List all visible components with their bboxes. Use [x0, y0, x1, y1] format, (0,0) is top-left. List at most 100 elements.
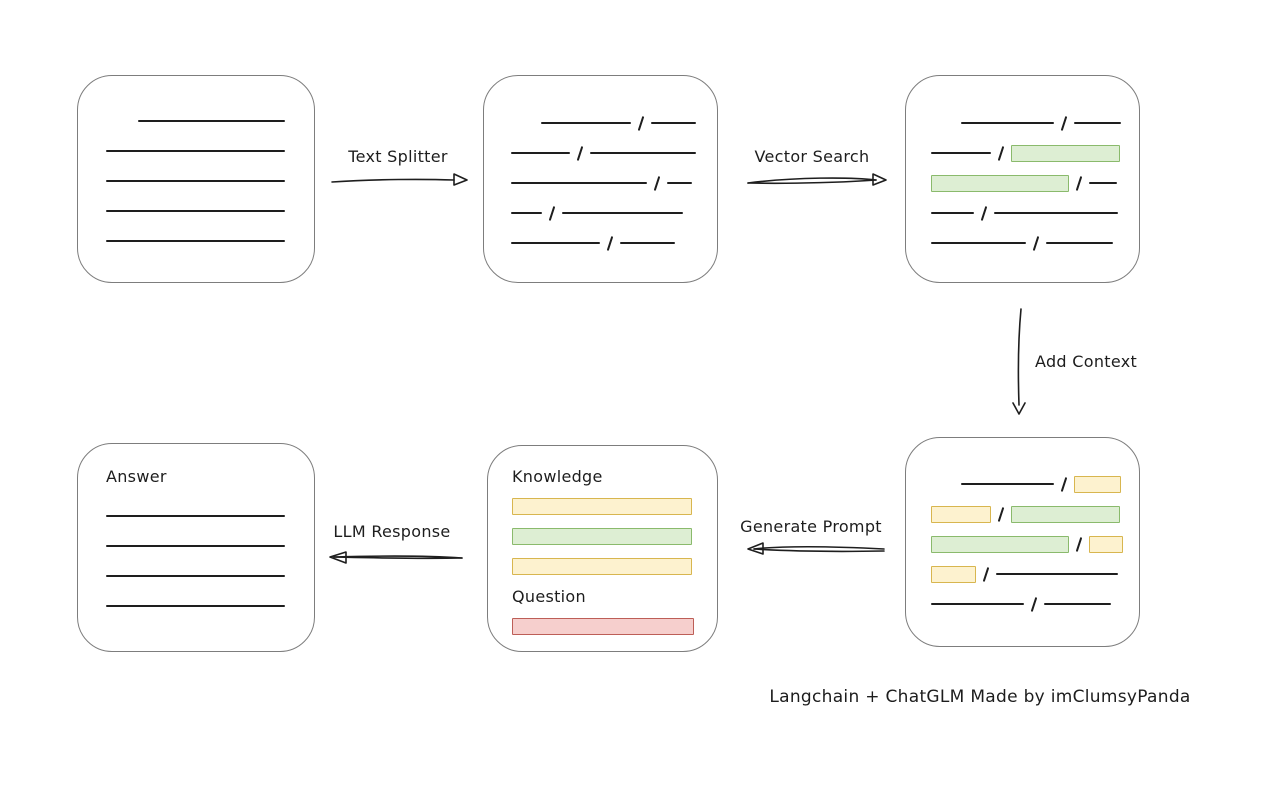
content-row: [106, 171, 314, 191]
arrow-head: [747, 542, 764, 555]
green-highlight: [1011, 144, 1120, 162]
text-line: [106, 515, 285, 517]
content-row: [511, 113, 717, 133]
content-row: [931, 173, 1139, 193]
content-row: [931, 113, 1139, 133]
add-context-box: [905, 437, 1140, 647]
content-row: Question: [512, 586, 717, 606]
text-line: [106, 575, 285, 577]
text-line: [931, 152, 991, 154]
slash-separator: [606, 235, 614, 251]
arrow-shaft: [333, 556, 463, 560]
text-line: [1046, 242, 1113, 244]
content-row: [106, 596, 314, 616]
arrow-head: [329, 551, 347, 564]
text-line: [667, 182, 692, 184]
green-highlight: [512, 527, 692, 545]
slash-separator: [576, 145, 584, 161]
content-row: [511, 203, 717, 223]
text-line: [562, 212, 683, 214]
slash-separator: [980, 205, 988, 221]
text-line: [106, 605, 285, 607]
content-row: [931, 564, 1139, 584]
yellow-highlight: [512, 497, 692, 515]
generate-prompt-label: Generate Prompt: [740, 517, 882, 536]
question-label: Question: [512, 586, 586, 606]
arrow-shaft: [747, 179, 877, 185]
content-row: [511, 143, 717, 163]
yellow-highlight: [1089, 535, 1123, 553]
content-row: [512, 526, 717, 546]
arrow-shaft: [747, 177, 877, 184]
left-arrow-icon: [747, 542, 885, 555]
add-context-label: Add Context: [1035, 352, 1138, 371]
content-row: [931, 233, 1139, 253]
text-line: [106, 150, 285, 152]
green-highlight: [1011, 505, 1120, 523]
content-row: [106, 566, 314, 586]
text-line: [106, 210, 285, 212]
spacer: [931, 123, 961, 124]
content-row: [512, 496, 717, 516]
text-line: [931, 603, 1024, 605]
text-line: [651, 122, 696, 124]
slash-separator: [637, 115, 645, 131]
content-row: [106, 506, 314, 526]
text-line: [511, 242, 600, 244]
arrow-shaft: [331, 178, 455, 183]
slash-separator: [1075, 536, 1083, 552]
split-chunks-box: [483, 75, 718, 283]
arrow-shaft: [1017, 308, 1022, 406]
text-line: [961, 122, 1054, 124]
text-line: [1089, 182, 1117, 184]
content-row: [106, 141, 314, 161]
text-splitter-label: Text Splitter: [348, 147, 448, 166]
answer-box: Answer: [77, 443, 315, 652]
content-row: [512, 616, 717, 636]
slash-separator: [997, 506, 1005, 522]
yellow-highlight: [512, 557, 692, 575]
text-line: [996, 573, 1118, 575]
yellow-highlight: [931, 565, 976, 583]
text-line: [106, 240, 285, 242]
yellow-highlight: [931, 505, 991, 523]
down-arrow-icon: [1012, 308, 1026, 415]
left-arrow-icon: [329, 551, 463, 564]
text-line: [511, 182, 647, 184]
text-line: [994, 212, 1118, 214]
slash-separator: [1060, 115, 1068, 131]
text-line: [138, 120, 285, 122]
arrow-head: [1012, 402, 1026, 415]
arrow-head: [453, 173, 468, 186]
credit-text: Langchain + ChatGLM Made by imClumsyPand…: [769, 687, 1191, 707]
content-row: [931, 594, 1139, 614]
content-row: [106, 111, 314, 131]
arrow-head: [872, 173, 887, 186]
slash-separator: [1075, 175, 1083, 191]
source-document-box: [77, 75, 315, 283]
content-row: [106, 201, 314, 221]
slash-separator: [548, 205, 556, 221]
spacer: [931, 484, 961, 485]
text-line: [620, 242, 675, 244]
content-row: [106, 536, 314, 556]
content-row: Knowledge: [512, 466, 717, 486]
text-line: [931, 242, 1026, 244]
content-row: [931, 504, 1139, 524]
text-line: [590, 152, 696, 154]
content-row: [931, 143, 1139, 163]
content-row: [512, 556, 717, 576]
right-arrow-icon: [331, 173, 468, 186]
text-line: [541, 122, 631, 124]
text-line: [931, 212, 974, 214]
yellow-highlight: [1074, 475, 1121, 493]
vector-search-label: Vector Search: [754, 147, 870, 166]
slash-separator: [1030, 596, 1038, 612]
answer-label: Answer: [106, 466, 167, 486]
slash-separator: [997, 145, 1005, 161]
red-highlight: [512, 617, 694, 635]
content-row: [511, 173, 717, 193]
content-row: [931, 203, 1139, 223]
slash-separator: [1032, 235, 1040, 251]
